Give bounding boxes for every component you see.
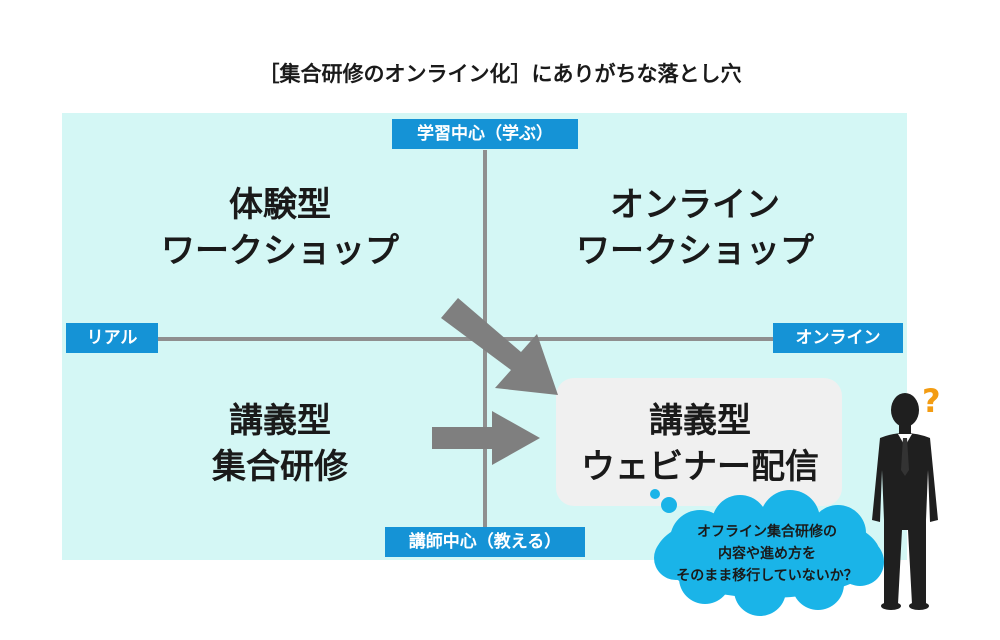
page-title: ［集合研修のオンライン化］にありがちな落とし穴 <box>258 62 742 86</box>
axis-label-right: オンライン <box>773 323 903 353</box>
axis-label-left: リアル <box>66 323 158 353</box>
thought-bubble-text: オフライン集合研修の 内容や進め方を そのまま移行していないか？ <box>662 521 872 587</box>
question-mark-icon: ? <box>922 382 941 420</box>
quadrant-bottom-right-line1: 講義型 <box>649 401 751 441</box>
quadrant-top-left-line2: ワークショップ <box>161 231 399 271</box>
quadrant-top-right-line1: オンライン <box>610 185 780 225</box>
quadrant-top-right-line2: ワークショップ <box>576 231 814 271</box>
quadrant-top-left-line1: 体験型 <box>229 185 331 225</box>
highlight-box <box>556 378 842 506</box>
businessman-icon <box>872 393 938 610</box>
quadrant-bottom-left-line2: 集合研修 <box>212 447 348 487</box>
quadrant-bottom-right: 講義型 ウェビナー配信 <box>560 398 840 490</box>
bubble-tail-small <box>650 489 660 499</box>
horizontal-arrow <box>432 411 540 465</box>
quadrant-bottom-right-line2: ウェビナー配信 <box>581 447 819 487</box>
axis-label-bottom: 講師中心（教える） <box>385 527 585 557</box>
bubble-line2: 内容や進め方を <box>718 546 816 562</box>
bubble-cloud <box>654 490 884 616</box>
quadrant-bottom-left: 講義型 集合研修 <box>130 398 430 490</box>
quadrant-top-right: オンライン ワークショップ <box>540 182 850 274</box>
quadrant-top-left: 体験型 ワークショップ <box>130 182 430 274</box>
axis-label-top: 学習中心（学ぶ） <box>392 119 578 149</box>
bubble-line3: そのまま移行していないか？ <box>676 568 858 584</box>
bubble-tail-medium <box>661 497 677 513</box>
diagonal-arrow <box>441 298 558 395</box>
quadrant-bottom-left-line1: 講義型 <box>229 401 331 441</box>
bubble-line1: オフライン集合研修の <box>697 524 837 540</box>
